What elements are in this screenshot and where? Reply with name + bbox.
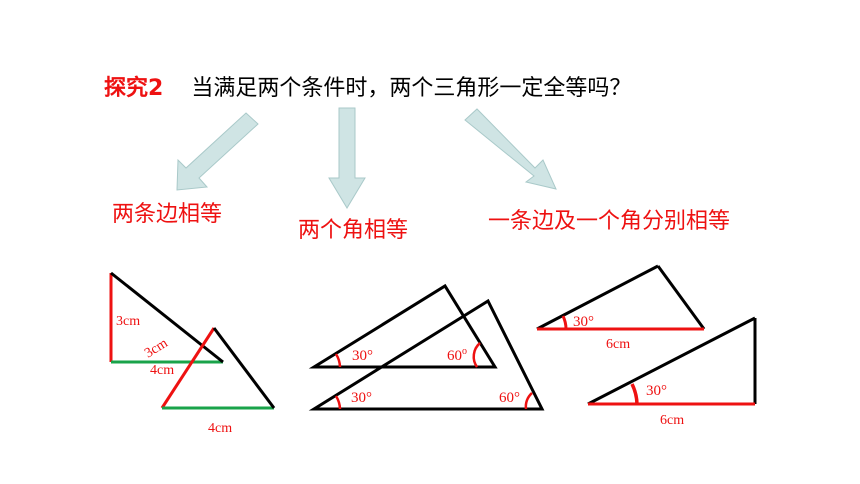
label-30-top-right: 30° (573, 314, 594, 330)
arrow-middle (328, 107, 366, 209)
exploration-tag: 探究2 (104, 76, 164, 101)
label-4cm-bottom: 4cm (208, 421, 232, 436)
label-6cm-top: 6cm (606, 337, 630, 352)
label-60-top: 60o (447, 346, 467, 364)
category-two-angles: 两个角相等 (298, 218, 409, 243)
label-3cm: 3cm (116, 314, 140, 329)
label-30-top: 30° (352, 348, 373, 364)
arrow-right (464, 108, 557, 190)
triangle-large (308, 298, 545, 411)
label-4cm-top: 4cm (150, 363, 174, 378)
arrow-left (176, 112, 259, 191)
triangle-top (536, 264, 706, 331)
figure-two-sides: 3cm 3cm 4cm 4cm (109, 271, 276, 436)
label-60-bottom: 60° (499, 390, 520, 406)
angle-mark-60-bottom (524, 392, 533, 410)
figure-side-and-angle: 30° 6cm 30° 6cm (536, 264, 757, 428)
triangle-b (160, 327, 276, 410)
angle-mark-30-top (334, 353, 342, 368)
angle-mark-30-bottom (334, 395, 342, 410)
label-6cm-bottom: 6cm (660, 413, 684, 428)
title-row: 探究2 当满足两个条件时，两个三角形一定全等吗？ (104, 70, 631, 106)
angle-mark-60-top (472, 342, 481, 368)
triangle-small (308, 283, 498, 369)
figure-two-angles: 30° 60o 30° 60° (308, 283, 545, 411)
label-30-bottom: 30° (351, 390, 372, 406)
question-text: 当满足两个条件时，两个三角形一定全等吗？ (191, 76, 632, 101)
triangle-bottom (587, 316, 757, 406)
category-two-sides: 两条边相等 (112, 202, 223, 227)
category-side-and-angle: 一条边及一个角分别相等 (488, 209, 731, 234)
triangle-a (109, 271, 224, 364)
label-30-bottom-right: 30° (646, 383, 667, 399)
label-3cm-slanted: 3cm (142, 336, 170, 362)
